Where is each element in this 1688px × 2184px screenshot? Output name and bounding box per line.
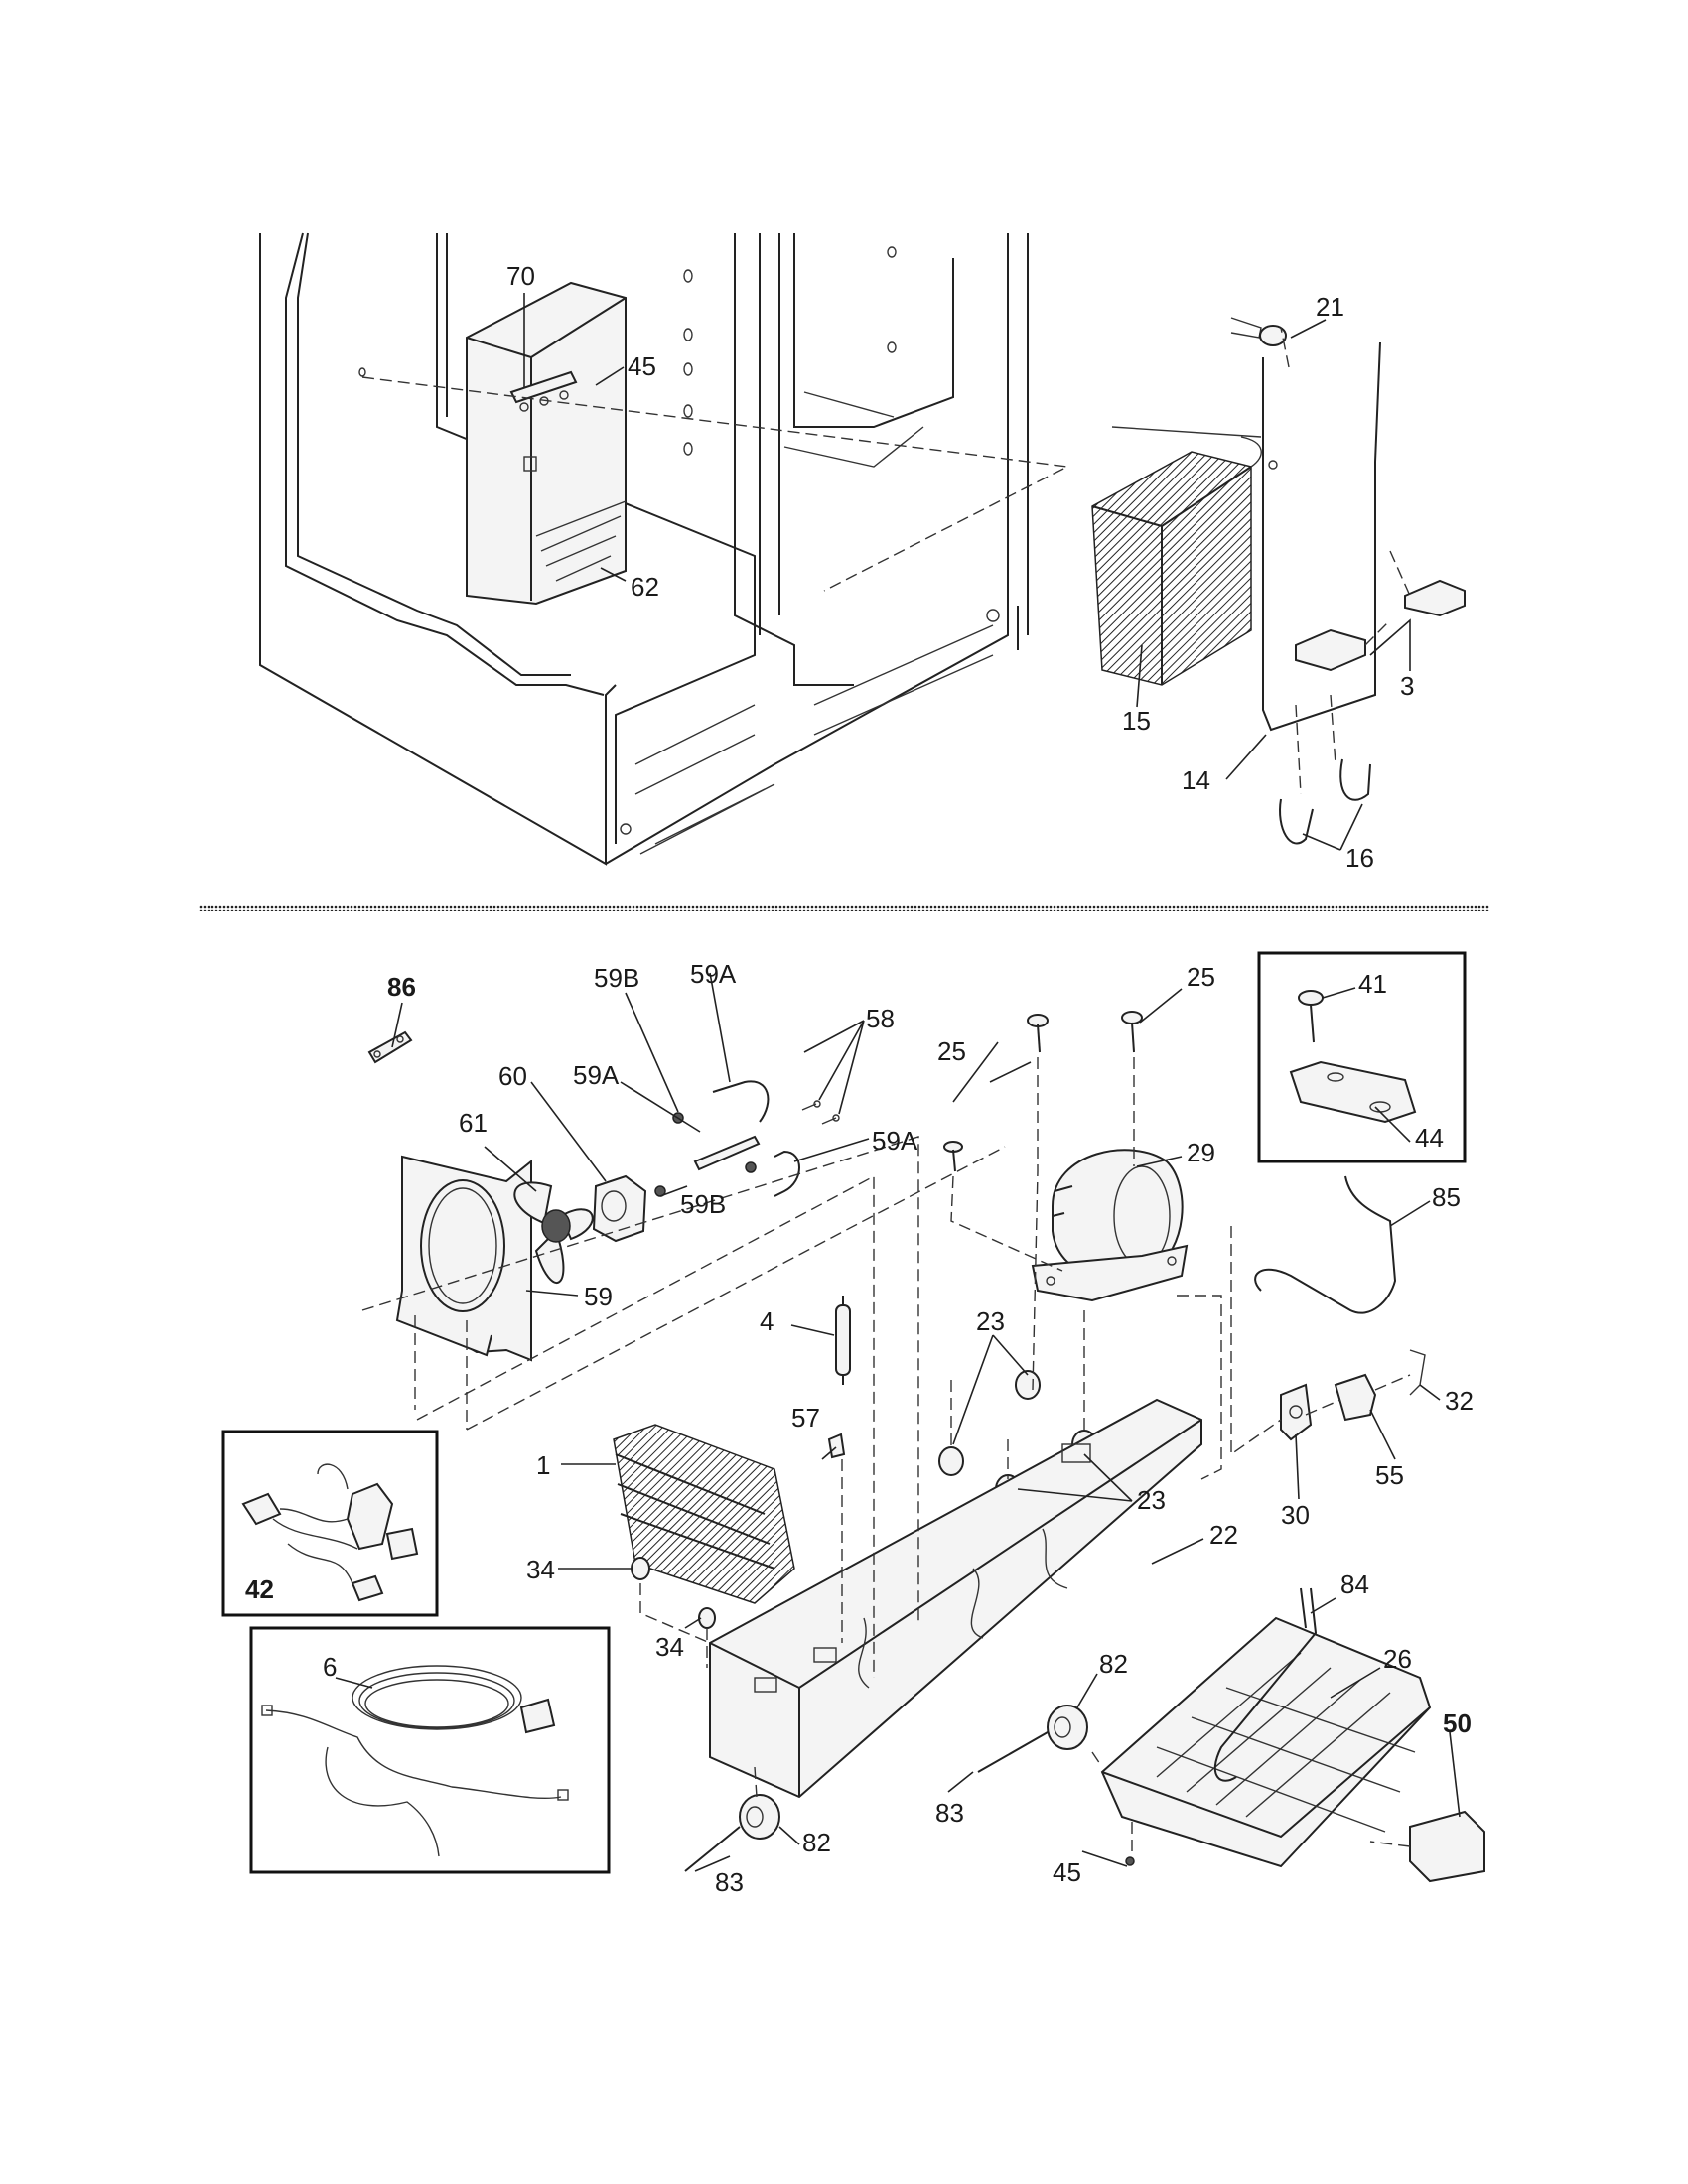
bottom-section-dashed-guides — [361, 1057, 1411, 1856]
label-83-b: 83 — [715, 1867, 744, 1897]
motor-brackets-59A-58 — [672, 1080, 840, 1197]
label-23-a: 23 — [976, 1306, 1005, 1336]
label-55: 55 — [1375, 1460, 1404, 1490]
label-59: 59 — [584, 1282, 613, 1311]
label-59B-top: 59B — [594, 963, 639, 993]
label-29: 29 — [1187, 1138, 1215, 1167]
label-62: 62 — [631, 572, 659, 602]
part-number-labels: 70 45 62 21 15 3 14 16 86 59B 59A 58 59A… — [245, 261, 1474, 1897]
label-25-a: 25 — [937, 1036, 966, 1066]
label-23-b: 23 — [1137, 1485, 1166, 1515]
label-22: 22 — [1209, 1520, 1238, 1550]
top-section-dashed-guides — [361, 327, 1411, 795]
label-4: 4 — [760, 1306, 774, 1336]
label-15: 15 — [1122, 706, 1151, 736]
label-30: 30 — [1281, 1500, 1310, 1530]
label-16: 16 — [1345, 843, 1374, 873]
rollers-82-83 — [684, 1705, 1135, 1872]
wiring-harness-box-42 — [221, 1430, 439, 1617]
drain-pan-part-26 — [1100, 1616, 1432, 1868]
label-70: 70 — [506, 261, 535, 291]
tube-part-85 — [1254, 1175, 1397, 1314]
drier-part-4 — [835, 1296, 851, 1385]
label-21: 21 — [1316, 292, 1344, 322]
label-82-b: 82 — [802, 1828, 831, 1857]
label-14: 14 — [1182, 765, 1210, 795]
label-59A-mid: 59A — [573, 1060, 620, 1090]
heater-parts-3-14 — [1262, 341, 1466, 732]
label-32: 32 — [1445, 1386, 1474, 1416]
label-84: 84 — [1340, 1570, 1369, 1599]
label-83-a: 83 — [935, 1798, 964, 1828]
label-41: 41 — [1358, 969, 1387, 999]
label-45-top: 45 — [628, 351, 656, 381]
defrost-thermostat-part-21 — [1230, 317, 1287, 346]
label-1: 1 — [536, 1450, 550, 1480]
label-59B-bot: 59B — [680, 1189, 726, 1219]
label-3: 3 — [1400, 671, 1414, 701]
label-34-b: 34 — [655, 1632, 684, 1662]
leader-lines — [335, 293, 1461, 1872]
label-42: 42 — [245, 1574, 274, 1604]
label-45-bot: 45 — [1053, 1857, 1081, 1887]
bracket-part-86 — [367, 1030, 413, 1064]
label-6: 6 — [323, 1652, 337, 1682]
evaporator-cover-part-62 — [466, 281, 627, 606]
label-60: 60 — [498, 1061, 527, 1091]
compressor-part-29 — [1031, 1149, 1189, 1302]
cabinet-liner — [259, 232, 1029, 866]
evaporator-coil-part-15 — [1091, 426, 1278, 686]
fan-shroud-part-59 — [395, 1155, 532, 1362]
label-57: 57 — [791, 1403, 820, 1433]
label-82-a: 82 — [1099, 1649, 1128, 1679]
screws-part-25 — [943, 1011, 1143, 1172]
clip-part-57 — [827, 1433, 846, 1459]
label-44: 44 — [1415, 1123, 1444, 1153]
label-50: 50 — [1443, 1708, 1472, 1738]
fan-blade-part-61 — [513, 1181, 594, 1284]
clips-part-16 — [1279, 758, 1371, 845]
label-61: 61 — [459, 1108, 488, 1138]
label-85: 85 — [1432, 1182, 1461, 1212]
module-part-50 — [1409, 1810, 1485, 1883]
relay-overload-30-55-32 — [1280, 1349, 1426, 1441]
label-86: 86 — [387, 972, 416, 1002]
label-34-a: 34 — [526, 1555, 555, 1584]
fan-motor-part-60 — [592, 1174, 666, 1243]
label-59A-right: 59A — [872, 1126, 918, 1156]
label-58: 58 — [866, 1004, 895, 1033]
label-59A-top: 59A — [690, 959, 737, 989]
label-25-b: 25 — [1187, 962, 1215, 992]
section-divider — [199, 905, 1489, 911]
base-plate-part-22 — [709, 1398, 1202, 1799]
label-26: 26 — [1383, 1644, 1412, 1674]
accessory-box-41-44 — [1257, 951, 1467, 1163]
power-cord-box-6 — [249, 1626, 611, 1874]
tube-part-84 — [1213, 1587, 1318, 1782]
